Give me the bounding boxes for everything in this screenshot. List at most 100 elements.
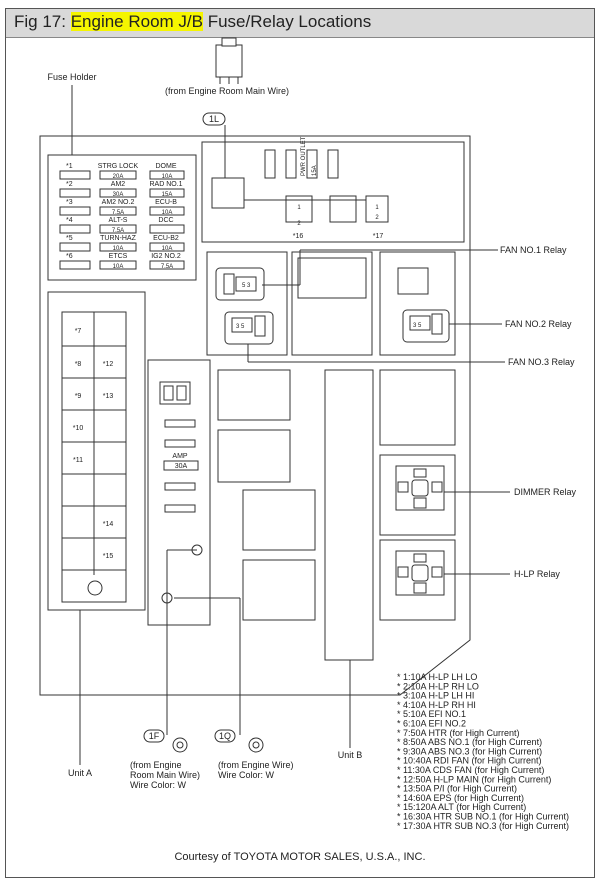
- fan2-label: FAN NO.2 Relay: [505, 319, 572, 329]
- fuse-holder-value: 30A: [113, 192, 124, 198]
- conn-1f-label: 1F: [149, 731, 160, 741]
- unit-a-ref: *8: [75, 361, 82, 368]
- fuse-holder-slot-left: [59, 260, 91, 270]
- fuse-holder-slot-left: [59, 188, 91, 198]
- unit-a-ref: *14: [103, 521, 114, 528]
- slot-top-right-inner: [297, 257, 367, 299]
- fuse-legend: * 1:10A H-LP LH LO* 2:10A H-LP RH LO* 3:…: [397, 672, 569, 831]
- fan3-relay: [224, 311, 274, 345]
- fuse-holder-right-name: IG2 NO.2: [151, 253, 181, 260]
- unit-a-refs: *7*8*9*10*11*12*13*14*15: [62, 312, 126, 603]
- fuse-holder-slot-left: [59, 170, 91, 180]
- conn-1f-badge: [143, 729, 165, 743]
- ref17-fuse: [365, 195, 389, 223]
- slot-2: [217, 429, 291, 483]
- fan2-relay-a: [397, 267, 429, 295]
- from-main-wire-1f-line3: Wire Color: W: [130, 780, 187, 790]
- unit-a-bolt: [87, 580, 103, 596]
- unit-b-label: Unit B: [338, 750, 363, 760]
- fuse-holder-right-name: ECU-B2: [153, 235, 179, 242]
- from-main-wire-1f-line1: (from Engine: [130, 760, 182, 770]
- fuse-holder-slot-right: [149, 188, 185, 198]
- fuse-holder-slot-right: [149, 242, 185, 252]
- svg-text:2: 2: [375, 215, 379, 221]
- unit-a-ref: *12: [103, 361, 114, 368]
- conn-1l-label: 1L: [209, 114, 219, 124]
- legend-item: * 6:10A EFI NO.2: [397, 719, 466, 729]
- unit-a-label: Unit A: [68, 768, 92, 778]
- title-prefix: Fig 17:: [14, 12, 71, 31]
- amp-value: 30A: [175, 463, 188, 470]
- hlp-relay: [395, 550, 445, 596]
- fuse-holder-value: 7.5A: [112, 228, 124, 234]
- hlp-label: H-LP Relay: [514, 569, 560, 579]
- legend-item: * 5:10A EFI NO.1: [397, 709, 466, 719]
- amp-fuse-4: [164, 504, 196, 513]
- amp-label: AMP: [172, 453, 188, 460]
- legend-item: * 17:30A HTR SUB NO.3 (for High Current): [397, 821, 569, 831]
- svg-text:3 5: 3 5: [413, 323, 422, 329]
- top-fuse-c: [327, 149, 339, 179]
- fuse-holder-ref: *3: [66, 199, 73, 206]
- relay-block-middle: [291, 251, 373, 356]
- title-bar: Fig 17: Engine Room J/B Fuse/Relay Locat…: [6, 9, 594, 38]
- dimmer-relay: [395, 465, 445, 511]
- hlp-slot: [379, 539, 456, 621]
- pwr-outlet-value: 15A: [312, 165, 318, 176]
- unit-a-ref: *7: [75, 328, 82, 335]
- legend-item: * 8:50A ABS NO.1 (for High Current): [397, 737, 542, 747]
- ref16-label: *16: [293, 233, 304, 240]
- fuse-holder-right-value: 10A: [162, 246, 173, 252]
- fuse-holder-name: AM2: [111, 181, 126, 188]
- courtesy-line: Courtesy of TOYOTA MOTOR SALES, U.S.A., …: [174, 851, 425, 863]
- fan2-relay: [402, 309, 450, 343]
- fuse-holder-right-value: 10A: [162, 210, 173, 216]
- top-connector-socket: [211, 177, 245, 209]
- fuse-holder-label: Fuse Holder: [47, 72, 96, 82]
- fuse-holder-name: AM2 NO.2: [102, 199, 135, 206]
- fuse-holder-ref: *1: [66, 163, 73, 170]
- svg-text:1: 1: [375, 205, 379, 211]
- dimmer-label: DIMMER Relay: [514, 487, 577, 497]
- title-rest: Fuse/Relay Locations: [203, 12, 372, 31]
- fuse-holder-value: 20A: [113, 174, 124, 180]
- fuse-holder-right-name: DCC: [158, 217, 173, 224]
- slot-right-top: [379, 369, 456, 446]
- fan1-relay: [215, 267, 265, 301]
- svg-text:1: 1: [297, 205, 301, 211]
- fuse-holder-ref: *5: [66, 235, 73, 242]
- legend-item: * 15:120A ALT (for High Current): [397, 802, 526, 812]
- fuse-holder-slot-right: [149, 224, 185, 234]
- fuse-holder-slot-mid: [99, 260, 137, 270]
- svg-text:3 5: 3 5: [236, 324, 245, 330]
- fuse-holder-name: TURN-HAZ: [100, 235, 136, 242]
- fuse-holder-slot-left: [59, 224, 91, 234]
- pwr-outlet-label: PWR OUTLET: [301, 136, 307, 176]
- unit-a-ref: *11: [73, 457, 83, 464]
- legend-item: * 12:50A H-LP MAIN (for High Current): [397, 774, 551, 784]
- dimmer-slot: [379, 454, 456, 536]
- legend-item: * 9:30A ABS NO.3 (for High Current): [397, 746, 542, 756]
- top-fuse-b: [285, 149, 297, 179]
- conn-1q-badge: [214, 729, 236, 743]
- top-fuse-block: [201, 141, 465, 243]
- fuse-holder-slot-mid: [99, 242, 137, 252]
- ref17-label: *17: [373, 233, 384, 240]
- legend-item: * 10:40A RDI FAN (for High Current): [397, 756, 542, 766]
- fan1-label: FAN NO.1 Relay: [500, 245, 567, 255]
- figure-frame: [5, 8, 595, 878]
- fuse-holder-ref: *2: [66, 181, 73, 188]
- fuse-holder-right-name: ECU-B: [155, 199, 177, 206]
- fuse-holder-name: ALT-S: [109, 217, 128, 224]
- fuse-holder-slot-mid: [99, 170, 137, 180]
- relay-block-right: [379, 251, 456, 356]
- svg-text:2: 2: [297, 221, 301, 227]
- from-wire-1q-line2: Wire Color: W: [218, 770, 275, 780]
- unit-a-ref: *9: [75, 393, 82, 400]
- junction-box-outline: [39, 135, 471, 696]
- slot-4: [242, 559, 316, 621]
- relay-block-left: [206, 251, 288, 356]
- fuse-holder-slot-left: [59, 206, 91, 216]
